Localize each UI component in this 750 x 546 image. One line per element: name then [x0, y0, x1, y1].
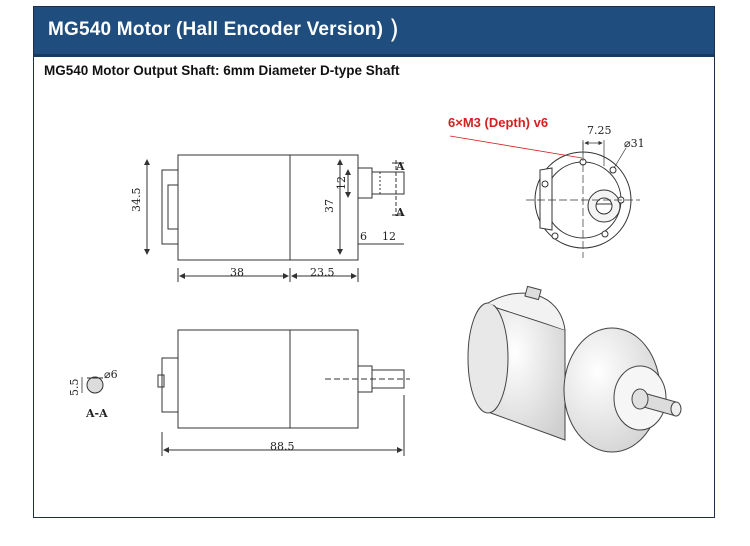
section-mark-bottom: A: [395, 206, 405, 219]
iso-encoder-cap: [467, 302, 509, 414]
header-bar: MG540 Motor (Hall Encoder Version) ): [34, 7, 714, 57]
thread-callout: 6×M3 (Depth) v6: [448, 115, 548, 130]
dim-shaft-length: 12: [382, 230, 396, 243]
title-decoration: ): [389, 15, 400, 45]
encoder-cap: [161, 169, 179, 245]
side-view-dimensions: 34.5 37 12 6 12 38 23.5 A A: [130, 160, 405, 279]
motor-tab: [539, 167, 553, 231]
dim-shaft-diameter: ⌀6: [104, 368, 118, 381]
motor-body: [177, 154, 291, 261]
mount-hole-2: [609, 166, 617, 174]
dim-bolt-spacing: 7.25: [587, 124, 612, 137]
dim-shaft-offset: 6: [360, 230, 367, 243]
mount-hole-6: [541, 180, 549, 188]
section-label: A-A: [85, 407, 108, 420]
side-view: [144, 154, 405, 282]
mount-hole-5: [551, 232, 559, 240]
front-view-dimensions: 7.25 ⌀31: [587, 124, 645, 150]
shaft-description: MG540 Motor Output Shaft: 6mm Diameter D…: [44, 63, 400, 78]
dim-body-diameter: 37: [323, 199, 336, 213]
motor-body-bottom: [177, 329, 291, 429]
dim-shaft-height: 12: [335, 176, 348, 190]
gearbox-body: [289, 154, 359, 261]
dim-gearbox-length: 23.5: [310, 266, 335, 279]
page-title: MG540 Motor (Hall Encoder Version): [48, 19, 384, 40]
output-shaft: [371, 171, 405, 195]
front-view: [449, 135, 640, 258]
section-dimensions: 5.5 ⌀6 A-A: [68, 368, 118, 420]
dim-flat: 5.5: [68, 379, 81, 397]
isometric-view: [467, 285, 682, 453]
dim-height-left: 34.5: [130, 188, 143, 213]
section-aa: [81, 376, 104, 394]
shaft-section-circle: [86, 376, 104, 394]
dim-face-diameter: ⌀31: [624, 137, 645, 150]
mount-hole-4: [601, 230, 609, 238]
dim-body-length: 38: [230, 266, 244, 279]
encoder-board: [167, 184, 179, 230]
spec-frame: MG540 Motor (Hall Encoder Version) ) MG5…: [33, 6, 715, 518]
bottom-view: [157, 329, 410, 456]
dim-total-length: 88.5: [270, 440, 295, 453]
section-mark-top: A: [395, 160, 405, 173]
bottom-view-dimensions: 88.5: [270, 440, 295, 453]
shaft-collar: [357, 167, 373, 199]
